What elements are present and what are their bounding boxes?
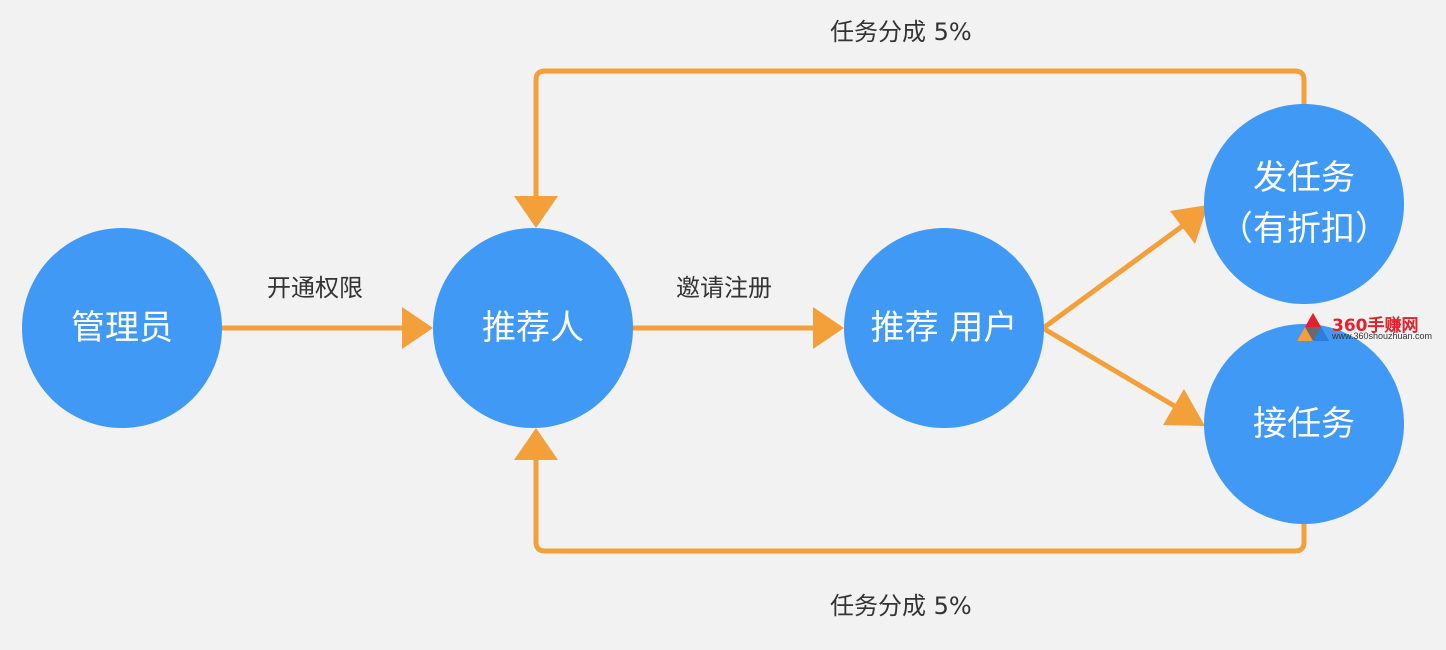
- node-referred-user: 推荐 用户: [844, 228, 1044, 428]
- node-accept-task-label: 接任务: [1253, 403, 1355, 444]
- edge-label-invite-register: 邀请注册: [676, 274, 772, 302]
- edge-label-task-share-bottom: 任务分成 5%: [830, 592, 972, 620]
- node-accept-task: 接任务: [1204, 324, 1404, 524]
- node-referrer: 推荐人: [433, 228, 633, 428]
- node-publish-task: 发任务 （有折扣）: [1204, 104, 1404, 304]
- edge-label-open-permission: 开通权限: [267, 274, 363, 302]
- arrowhead-bottom-loop: [514, 428, 558, 460]
- arrowhead-user-to-accept: [1163, 389, 1205, 426]
- arrowhead-admin-to-referrer: [402, 307, 433, 349]
- node-admin-label: 管理员: [71, 307, 173, 348]
- node-admin: 管理员: [22, 228, 222, 428]
- loop-publish-to-referrer: [533, 68, 1307, 201]
- arrowhead-user-to-publish: [1170, 205, 1208, 244]
- edge-label-task-share-top: 任务分成 5%: [830, 18, 972, 46]
- node-referrer-label: 推荐人: [482, 307, 584, 348]
- node-publish-task-label: 发任务: [1253, 158, 1355, 198]
- arrow-user-to-accept: [1043, 327, 1191, 417]
- watermark-logo-icon: [1297, 313, 1329, 341]
- watermark-url: www.360shouzhuan.com: [1332, 331, 1433, 341]
- arrowhead-top-loop: [514, 196, 558, 228]
- arrowhead-referrer-to-user: [813, 307, 844, 349]
- node-publish-task-discount: （有折扣）: [1219, 209, 1389, 249]
- loop-accept-to-referrer: [533, 455, 1307, 554]
- watermark: 360手赚网 www.360shouzhuan.com: [1296, 310, 1446, 346]
- watermark-brand: 360手赚网: [1332, 316, 1419, 336]
- node-referred-user-label: 推荐 用户: [870, 307, 1018, 348]
- arrow-user-to-publish: [1043, 219, 1191, 329]
